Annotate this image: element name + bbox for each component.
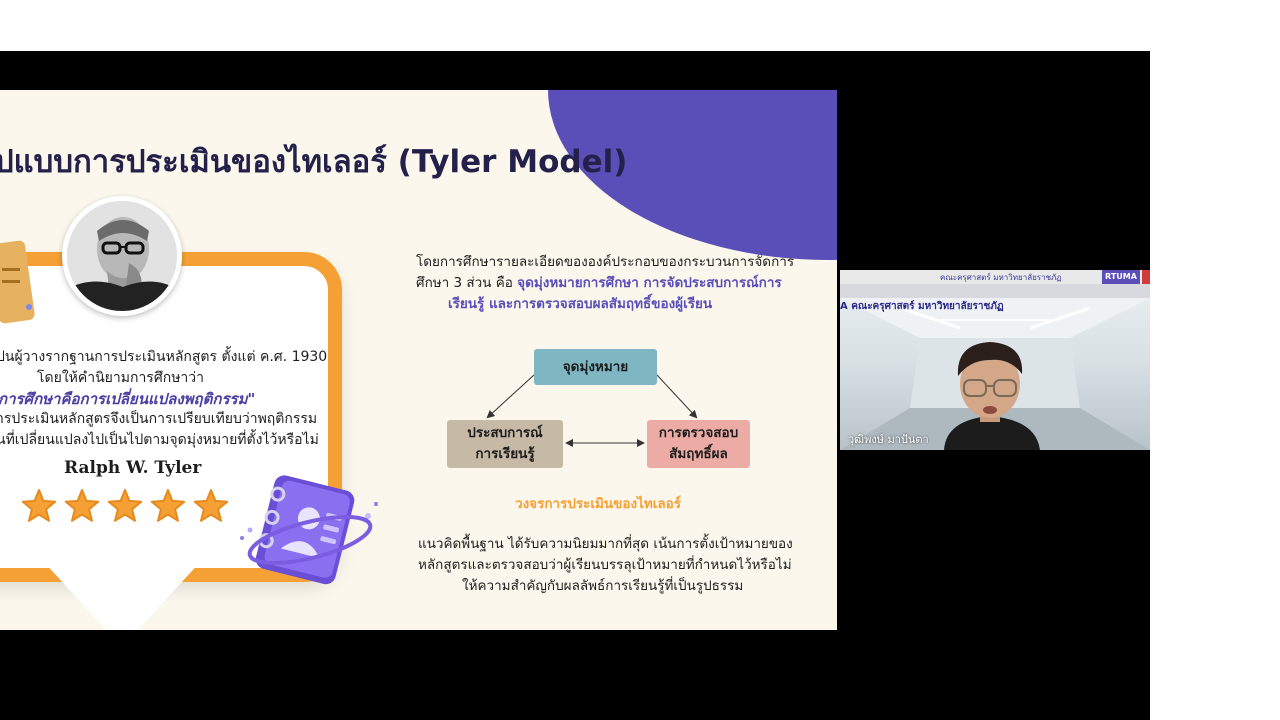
notebook-user-icon [240,475,378,585]
star-icon [64,489,100,522]
participant-name: วุฒิพงษ์ มาปันตา [848,433,929,446]
diagram-caption: วงจรการประเมินของไทเลอร์ [515,496,682,512]
participant-person [944,342,1040,450]
card-text-line: โดยให้คำนิยามการศึกษาว่า [37,370,205,386]
diagram-arrows [486,374,698,447]
banner-main-text: A คณะครุศาสตร์ มหาวิทยาลัยราชภัฏ [840,301,1004,312]
participant-video-tile[interactable]: คณะครุศาสตร์ มหาวิทยาลัยราชภัฏ RTUMA A ค… [840,270,1150,450]
star-icon [193,489,229,522]
intro-text: ศึกษา 3 ส่วน คือ [416,275,518,291]
node-label: สัมฤทธิ์ผล [669,446,728,462]
card-text-line: นที่เปลี่ยนแปลงไปเป็นไปตามจุดมุ่งหมายที่… [0,432,319,448]
node-label: การเรียนรู้ [475,446,535,462]
card-text-line: ปนผู้วางรากฐานการประเมินหลักสูตร ตั้งแต่… [0,349,328,365]
video-banner-main: A คณะครุศาสตร์ มหาวิทยาลัยราชภัฏ [840,284,1150,312]
video-banner-top: คณะครุศาสตร์ มหาวิทยาลัยราชภัฏ RTUMA [840,270,1150,284]
star-icon [150,489,186,522]
node-label: การตรวจสอบ [658,425,739,441]
banner-small-text: คณะครุศาสตร์ มหาวิทยาลัยราชภัฏ [940,273,1062,282]
summary-line: หลักสูตรและตรวจสอบว่าผู้เรียนบรรลุเป้าหม… [418,557,792,573]
scroll-line [2,280,20,283]
node-learning-experience: ประสบการณ์ การเรียนรู้ [447,420,563,468]
summary-line: ให้ความสำคัญกับผลลัพธ์การเรียนรู้ที่เป็น… [462,578,744,594]
node-goal: จุดมุ่งหมาย [534,349,657,385]
slide-title: ปแบบการประเมินของไทเลอร์ (Tyler Model) [0,144,628,180]
star-icon [107,489,143,522]
node-evaluation: การตรวจสอบ สัมฤทธิ์ผล [647,420,750,468]
ralph-tyler-portrait [62,196,182,316]
tyler-cycle-diagram: จุดมุ่งหมาย ประสบการณ์ การเรียนรู้ การตร… [440,345,760,470]
card-text-line: ารประเมินหลักสูตรจึงเป็นการเปรียบเทียบว่… [0,411,318,427]
intro-highlight: จุดมุ่งหมายการศึกษา การจัดประสบการณ์การ [517,275,782,291]
presentation-slide: ปแบบการประเมินของไทเลอร์ (Tyler Model) ป [0,90,837,630]
node-label: ประสบการณ์ [467,425,543,441]
person-name: Ralph W. Tyler [64,458,202,478]
logo-accent [1142,270,1150,284]
summary-line: แนวคิดพื้นฐาน ได้รับความนิยมมากที่สุด เน… [418,536,793,552]
decor-dot [26,304,32,310]
intro-highlight-line: เรียนรู้ และการตรวจสอบผลสัมฤทธิ์ของผู้เร… [448,296,713,312]
university-logo: RTUMA [1102,270,1140,284]
star-icon [22,489,57,522]
intro-line: ศึกษา 3 ส่วน คือ จุดมุ่งหมายการศึกษา การ… [416,271,782,293]
star-rating [22,489,229,522]
intro-line: โดยการศึกษารายละเอียดขององค์ประกอบของกระ… [416,254,795,270]
card-pointer [42,560,202,630]
scroll-line [2,268,20,271]
card-quote: การศึกษาคือการเปลี่ยนแปลงพฤติกรรม" [0,390,256,408]
